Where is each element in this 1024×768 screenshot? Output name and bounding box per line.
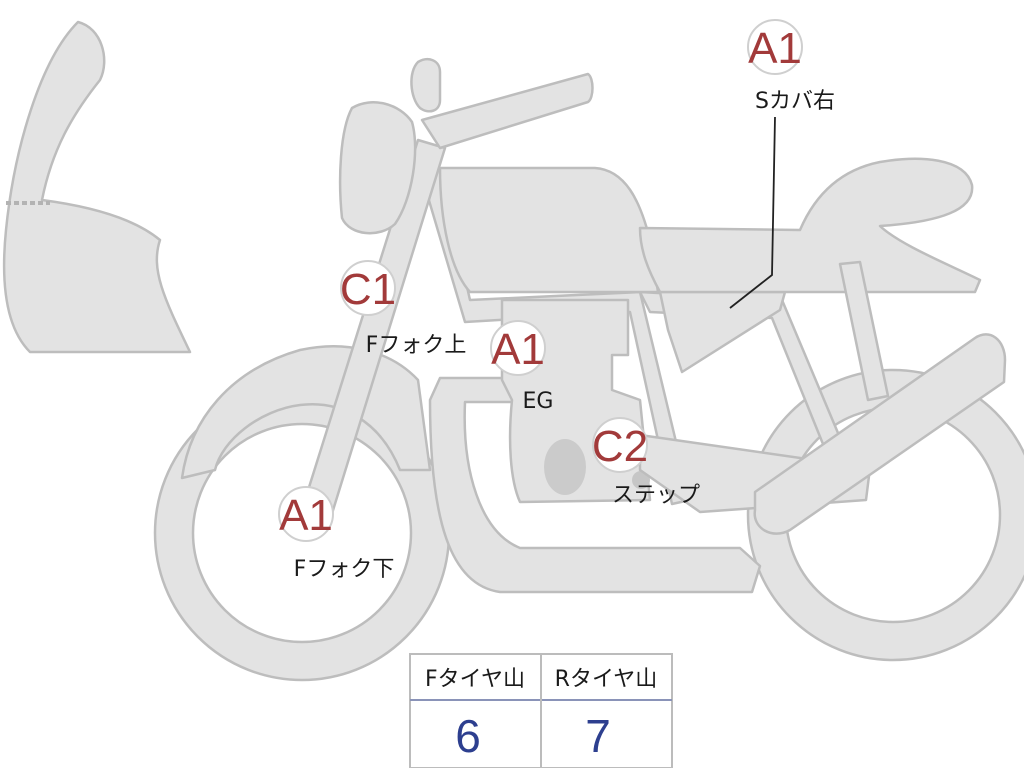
grade-badge: [278, 486, 334, 542]
rear-shock: [838, 260, 890, 402]
mark-front-fork-lower: A1 Fフォク下: [278, 486, 395, 582]
mark-front-fork-upper: C1 Fフォク上: [340, 260, 467, 358]
grade-label: C2: [592, 422, 648, 471]
mark-engine: A1 EG: [490, 320, 554, 414]
front-tire-value: 6: [455, 710, 481, 762]
handlebar: [420, 72, 594, 150]
fuel-tank: [438, 166, 660, 294]
rear-tire-value: 7: [585, 710, 611, 762]
muffler: [753, 333, 1007, 535]
mirror: [410, 58, 442, 113]
mark-step: C2 ステップ: [592, 417, 700, 508]
grade-label: A1: [748, 24, 802, 73]
grade-badge: [592, 417, 648, 473]
part-label: Fフォク上: [366, 333, 467, 358]
side-cover-leader-line: [729, 116, 776, 309]
side-cover: [658, 290, 787, 374]
front-tire-header: Fタイヤ山: [425, 667, 525, 692]
rear-tire-header: Rタイヤ山: [555, 667, 658, 692]
grade-label: A1: [491, 325, 545, 374]
headlight: [338, 101, 417, 235]
grade-label: C1: [340, 265, 396, 314]
exhaust-pipe: [428, 376, 762, 594]
grade-badge: [340, 260, 396, 316]
part-label: Fフォク下: [294, 557, 395, 582]
grade-badge: [747, 19, 803, 75]
tire-tread-table: Fタイヤ山 Rタイヤ山 6 7: [409, 653, 673, 768]
mark-side-cover-right: A1 Sカバ右: [747, 19, 835, 114]
part-label: EG: [523, 389, 554, 414]
seat: [638, 157, 982, 294]
part-label: ステップ: [612, 483, 700, 508]
front-cowl: [2, 20, 192, 354]
part-label: Sカバ右: [755, 89, 835, 114]
grade-label: A1: [279, 491, 333, 540]
grade-badge: [490, 320, 546, 376]
